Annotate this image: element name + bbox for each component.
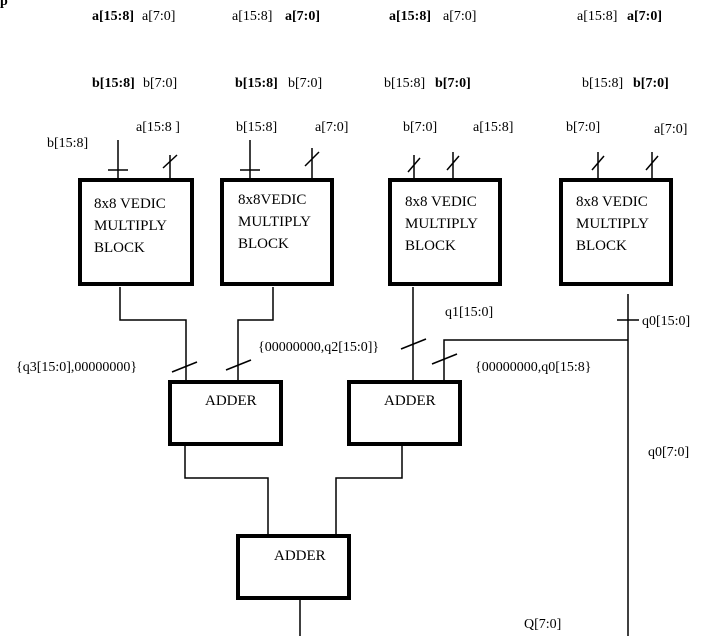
vedic-block-3: 8x8 VEDIC MULTIPLY BLOCK	[559, 178, 673, 286]
header-b-1-lo: b[7:0]	[288, 76, 322, 91]
header-a-row: a[15:8] a[7:0] a[15:8] a[7:0] a[15:8] a[…	[92, 9, 662, 24]
bus-slash-q0-high	[431, 353, 458, 365]
adder-1-label: ADDER	[205, 393, 257, 409]
signal-q1-label: q1[15:0]	[445, 305, 493, 320]
adder-3: ADDER	[236, 534, 351, 600]
vedic-block-1: 8x8VEDIC MULTIPLY BLOCK	[220, 178, 334, 286]
block-1-input-right-label: a[7:0]	[315, 120, 348, 135]
vedic-block-0-box	[78, 178, 194, 286]
multiplier-blocks: 8x8 VEDIC MULTIPLY BLOCK 8x8VEDIC MULTIP…	[78, 178, 673, 286]
header-a-1-lo: a[7:0]	[285, 9, 320, 24]
header-a-2-lo: a[7:0]	[443, 9, 476, 24]
vedic-block-2-line-2: BLOCK	[405, 238, 456, 254]
vedic-block-2: 8x8 VEDIC MULTIPLY BLOCK	[388, 178, 502, 286]
adder-2: ADDER	[347, 380, 462, 446]
block-0-input-right-label: a[15:8 ]	[136, 120, 180, 135]
signal-labels: {q3[15:0],00000000} {00000000,q2[15:0]} …	[16, 305, 690, 632]
header-a-3-lo: a[7:0]	[627, 9, 662, 24]
block-3-input-left-label: b[7:0]	[566, 120, 600, 135]
header-b-2-hi: b[15:8]	[384, 76, 425, 91]
header-b-2-lo: b[7:0]	[435, 76, 471, 91]
signal-q0-pad-label: {00000000,q0[15:8}	[475, 360, 592, 375]
header-b-1-hi: b[15:8]	[235, 76, 278, 91]
adder-2-label: ADDER	[384, 393, 436, 409]
wire-adder-2-to-adder-3	[335, 445, 403, 536]
header-b-row: b[15:8] b[7:0] b[15:8] b[7:0] b[15:8] b[…	[92, 76, 669, 91]
vedic-block-3-box	[559, 178, 673, 286]
block-3-input-right-label: a[7:0]	[654, 122, 687, 137]
bus-slash-block-2-left	[407, 157, 421, 173]
vedic-block-3-line-1: MULTIPLY	[576, 216, 649, 232]
vedic-block-1-box	[220, 178, 334, 286]
block-0-input-left-label: b[15:8]	[47, 136, 88, 151]
vedic-block-2-line-0: 8x8 VEDIC	[405, 194, 477, 210]
vedic-block-0: 8x8 VEDIC MULTIPLY BLOCK	[78, 178, 194, 286]
vedic-block-0-line-0: 8x8 VEDIC	[94, 196, 166, 212]
bus-slash-block-3-right	[645, 155, 659, 171]
adder-1-box	[168, 380, 283, 446]
wire-q2-to-adder-1	[237, 287, 274, 382]
signal-out-label: Q[7:0]	[524, 617, 561, 632]
wire-q0-high-to-adder-2	[443, 339, 628, 382]
vedic-block-2-box	[388, 178, 502, 286]
bus-slash-q2	[225, 359, 252, 371]
bus-slash-q3	[171, 361, 198, 373]
adder-3-label: ADDER	[274, 548, 326, 564]
wire-adder-1-to-adder-3	[184, 445, 269, 536]
vedic-block-1-line-0: 8x8VEDIC	[238, 192, 306, 208]
adder-blocks: ADDER ADDER ADDER	[168, 380, 462, 600]
vedic-block-1-line-1: MULTIPLY	[238, 214, 311, 230]
header-b-0-lo: b[7:0]	[143, 76, 177, 91]
header-b-3-hi: b[15:8]	[582, 76, 623, 91]
multiplier-input-wires	[108, 140, 659, 180]
header-a-1-hi: a[15:8]	[232, 9, 272, 24]
signal-q0-low-label: q0[7:0]	[648, 445, 689, 460]
vedic-block-0-line-2: BLOCK	[94, 240, 145, 256]
vedic-block-3-line-0: 8x8 VEDIC	[576, 194, 648, 210]
adder-1: ADDER	[168, 380, 283, 446]
wire-q3-to-adder-1	[119, 287, 187, 382]
adder-3-box	[236, 534, 351, 600]
bus-slash-block-1-right	[304, 151, 320, 167]
header-a-3-hi: a[15:8]	[577, 9, 617, 24]
bus-slash-block-0-right	[162, 154, 178, 169]
vedic-block-1-line-2: BLOCK	[238, 236, 289, 252]
bus-slash-q1	[400, 338, 427, 350]
block-1-input-left-label: b[15:8]	[236, 120, 277, 135]
interconnect-wires	[119, 287, 639, 636]
block-2-input-left-label: b[7:0]	[403, 120, 437, 135]
clipped-text-fragment: p	[0, 0, 8, 9]
adder-2-box	[347, 380, 462, 446]
signal-q0-label: q0[15:0]	[642, 314, 690, 329]
multiplier-input-labels: b[15:8] a[15:8 ] b[15:8] a[7:0] b[7:0] a…	[47, 120, 687, 151]
header-a-0-lo: a[7:0]	[142, 9, 175, 24]
header-b-3-lo: b[7:0]	[633, 76, 669, 91]
header-a-0-hi: a[15:8]	[92, 9, 134, 24]
bus-slash-block-2-right	[446, 155, 460, 171]
signal-q2-label: {00000000,q2[15:0]}	[258, 340, 379, 355]
vedic-block-3-line-2: BLOCK	[576, 238, 627, 254]
vedic-block-2-line-1: MULTIPLY	[405, 216, 478, 232]
vedic-block-0-line-1: MULTIPLY	[94, 218, 167, 234]
header-b-0-hi: b[15:8]	[92, 76, 135, 91]
bus-slash-block-3-left	[591, 155, 605, 171]
header-a-2-hi: a[15:8]	[389, 9, 431, 24]
block-2-input-right-label: a[15:8]	[473, 120, 513, 135]
signal-q3-label: {q3[15:0],00000000}	[16, 360, 137, 375]
